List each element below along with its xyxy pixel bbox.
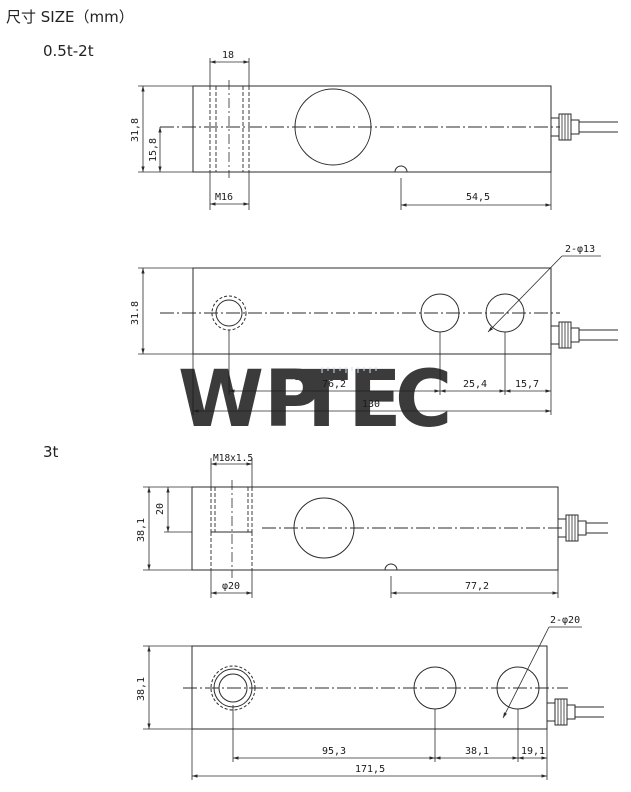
- dim-95-3: 95,3: [322, 746, 346, 757]
- dim-19-1: 19,1: [521, 746, 545, 757]
- wptec-watermark: WP TE C: [178, 355, 452, 445]
- label-2-phi13: 2-φ13: [565, 244, 595, 255]
- dim-15-7: 15,7: [515, 379, 539, 390]
- dim-54-5: 54,5: [466, 192, 490, 203]
- side-view-3t: M18x1.5 38,1 20 φ20 77,2: [136, 453, 608, 598]
- dim-m16: M16: [215, 192, 233, 203]
- dim-76-2: 76,2: [322, 379, 346, 390]
- side-view-small: 18 31,8 15,8 M16 54,5: [130, 50, 618, 210]
- watermark-te: TE: [295, 355, 402, 445]
- dim-171-5: 171,5: [355, 764, 385, 775]
- dim-38-1-top-height: 38,1: [136, 677, 147, 701]
- dim-130: 130: [362, 399, 380, 410]
- page-title: 尺寸 SIZE（mm）: [6, 8, 134, 26]
- beam-body-top-3t: [191, 645, 548, 730]
- dim-phi20: φ20: [222, 581, 240, 592]
- dim-77-2: 77,2: [465, 581, 489, 592]
- label-2-phi20: 2-φ20: [550, 615, 580, 626]
- dim-31-8-top: 31.8: [130, 301, 141, 325]
- model-label-3t: 3t: [43, 443, 59, 461]
- top-view-3t: 2-φ20 38,1 95,3 38,1 19,1 171,5: [136, 615, 604, 780]
- beam-body: [192, 85, 552, 173]
- dim-15-8: 15,8: [148, 138, 159, 162]
- beam-body-top: [192, 267, 552, 355]
- model-label-small: 0.5t-2t: [43, 42, 94, 60]
- dim-38-1-side: 38,1: [136, 518, 147, 542]
- beam-body-3t: [191, 486, 559, 571]
- dim-18: 18: [222, 50, 234, 61]
- dim-31-8: 31,8: [130, 118, 141, 142]
- dim-m18: M18x1.5: [213, 453, 253, 464]
- watermark-wp: WP: [178, 355, 321, 445]
- watermark-c: C: [395, 355, 452, 445]
- dim-25-4: 25,4: [463, 379, 487, 390]
- dim-38-1-top: 38,1: [465, 746, 489, 757]
- dim-20: 20: [155, 503, 166, 515]
- top-view-small: 2-φ13 31.8 76,2 25,4 15,7 130: [130, 244, 618, 415]
